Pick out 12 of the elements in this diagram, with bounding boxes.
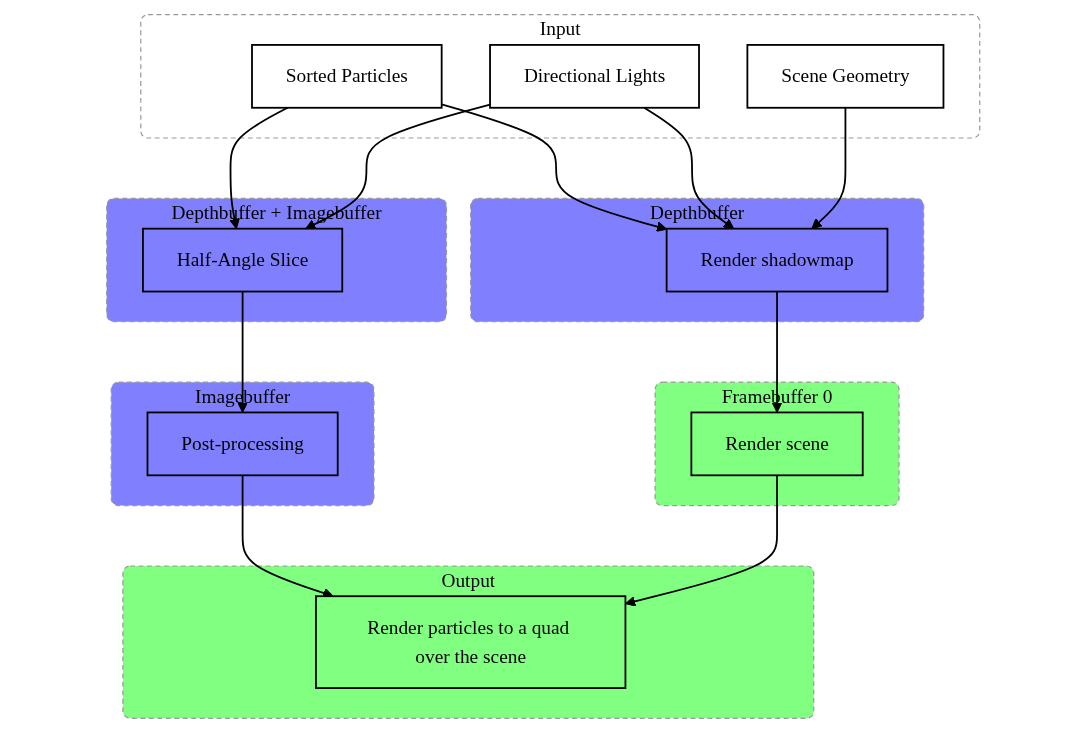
arrow bbox=[771, 290, 783, 413]
node-box: Directional Lights bbox=[488, 44, 700, 109]
arrow bbox=[229, 106, 289, 230]
arrow bbox=[237, 290, 248, 413]
node-box: Sorted Particles bbox=[250, 44, 443, 109]
node-box: Render scene bbox=[690, 411, 864, 477]
node-box: Post-processing bbox=[146, 411, 339, 477]
node-box: Render particles to a quad over the scene bbox=[314, 595, 627, 689]
arrow bbox=[811, 106, 847, 230]
node-box: Half-Angle Slice bbox=[141, 227, 343, 293]
node-box: Render shadowmap bbox=[665, 227, 889, 293]
node-box: Scene Geometry bbox=[746, 44, 945, 109]
